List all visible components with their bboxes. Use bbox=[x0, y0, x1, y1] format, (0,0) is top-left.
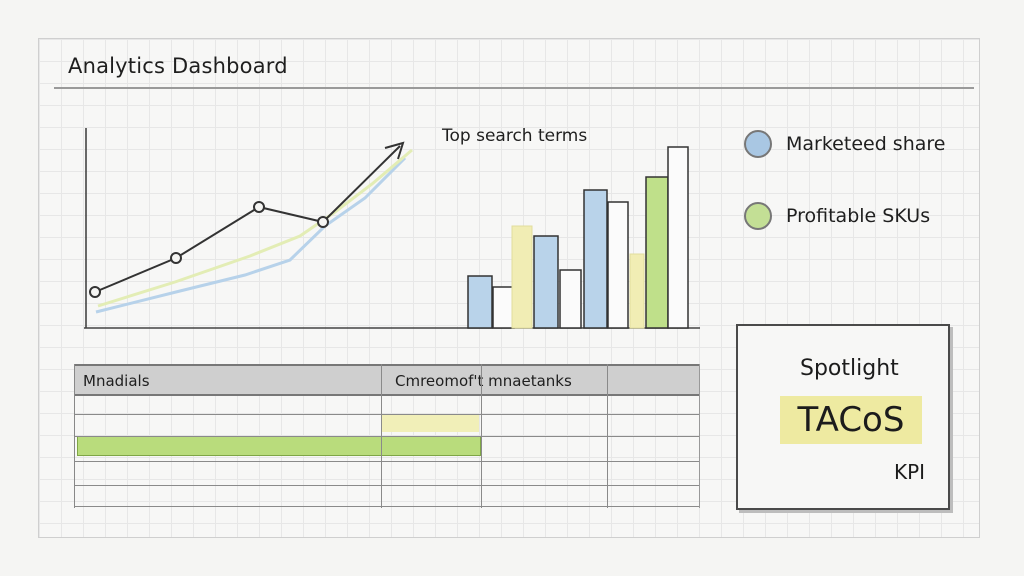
bar bbox=[533, 235, 559, 329]
table-header-cell: Mnadials bbox=[83, 372, 150, 390]
bar bbox=[511, 225, 533, 329]
bar bbox=[645, 176, 669, 329]
table-header-cell: Cmreomof't mnaetanks bbox=[395, 372, 572, 390]
trend-point bbox=[89, 286, 101, 298]
table-row-divider bbox=[75, 485, 699, 486]
bar bbox=[583, 189, 608, 329]
title-divider bbox=[54, 87, 974, 89]
legend-label: Marketeed share bbox=[786, 133, 946, 155]
trend-arrow-head bbox=[384, 141, 405, 160]
main-trend-line bbox=[94, 145, 401, 293]
bar bbox=[559, 269, 582, 329]
green-circle-icon bbox=[744, 202, 772, 230]
table-column-divider bbox=[481, 364, 482, 508]
legend-item-profitable-skus: Profitable SKUs bbox=[744, 202, 930, 230]
table-column-divider bbox=[381, 364, 382, 508]
spotlight-value: TACoS bbox=[780, 396, 922, 444]
table-row-divider bbox=[75, 436, 699, 437]
bar bbox=[667, 146, 689, 329]
spotlight-caption: KPI bbox=[894, 460, 926, 484]
table-row-divider bbox=[75, 461, 699, 462]
trend-point bbox=[253, 201, 265, 213]
data-table: Mnadials Cmreomof't mnaetanks bbox=[74, 364, 700, 508]
spotlight-card: Spotlight TACoS KPI bbox=[736, 324, 950, 510]
legend-label: Profitable SKUs bbox=[786, 205, 931, 227]
line-chart-label: Top search terms bbox=[442, 126, 588, 146]
trend-point bbox=[170, 252, 182, 264]
table-row-divider bbox=[75, 506, 699, 507]
blue-trend-line bbox=[95, 156, 407, 314]
legend-item-marketed-share: Marketeed share bbox=[744, 130, 945, 158]
bar bbox=[607, 201, 629, 329]
bar bbox=[467, 275, 493, 329]
blue-circle-icon bbox=[744, 130, 772, 158]
spotlight-title: Spotlight bbox=[800, 356, 899, 381]
page-title: Analytics Dashboard bbox=[68, 54, 288, 78]
bar bbox=[492, 286, 515, 329]
table-row-divider bbox=[75, 414, 699, 415]
table-column-divider bbox=[607, 364, 608, 508]
table-row-highlight bbox=[381, 414, 479, 432]
table-row-highlight bbox=[77, 436, 481, 456]
bar bbox=[629, 253, 645, 329]
yellow-trend-line bbox=[97, 148, 413, 308]
table-header: Mnadials Cmreomof't mnaetanks bbox=[75, 364, 699, 396]
trend-point bbox=[317, 216, 329, 228]
